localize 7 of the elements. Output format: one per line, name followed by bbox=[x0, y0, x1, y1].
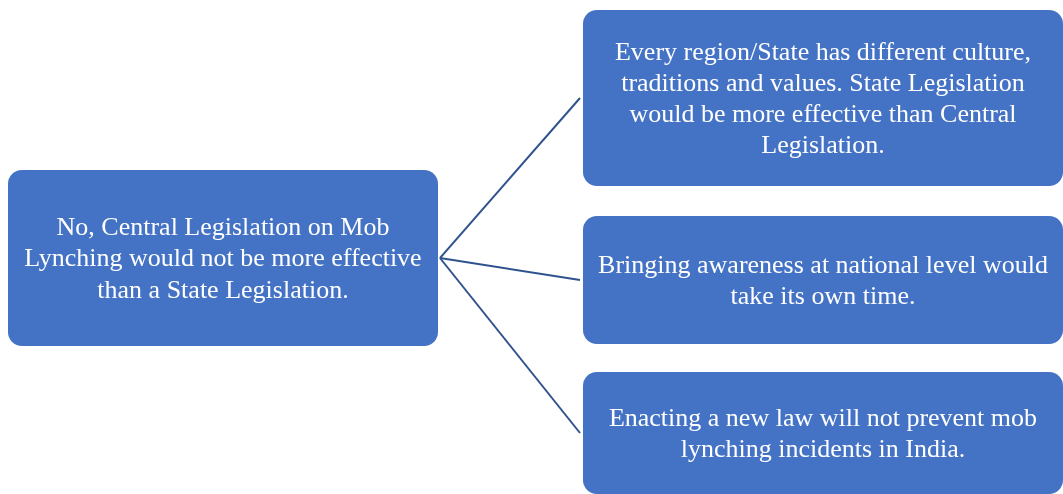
connector-line bbox=[439, 257, 581, 434]
text-box: Every region/State has different culture, traditions and values. State Legislation would be more effective than Central Legislation. bbox=[583, 10, 1063, 186]
connector-line bbox=[439, 97, 581, 259]
text-box: Bringing awareness at national level would take its own time. bbox=[583, 216, 1063, 344]
text-box: No, Central Legislation on Mob Lynching would not be more effective than a State Legislation. bbox=[8, 170, 438, 346]
text-box: Enacting a new law will not prevent mob lynching incidents in India. bbox=[583, 372, 1063, 494]
connector-line bbox=[439, 257, 581, 281]
